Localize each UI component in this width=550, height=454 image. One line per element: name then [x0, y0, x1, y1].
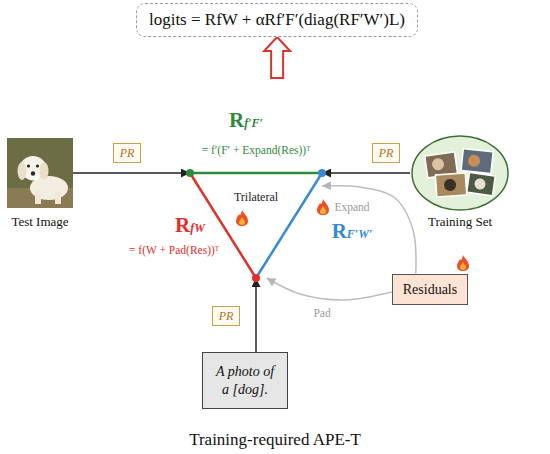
vertex-dot	[186, 169, 194, 177]
training-set: Training Set	[410, 134, 510, 230]
training-set-ellipse	[461, 149, 493, 174]
dog-photo	[31, 171, 35, 175]
training-set-ellipse	[435, 173, 466, 197]
arrow-connector	[322, 186, 416, 274]
node-text: PR	[379, 146, 394, 160]
edge-label: Expand	[333, 200, 370, 214]
flame-icon	[457, 255, 469, 271]
arrow-connector	[255, 278, 257, 352]
training-set-ellipse	[467, 172, 496, 195]
edge-label: Pad	[312, 306, 331, 320]
flame-icon	[320, 206, 326, 214]
node-text: Test Image	[11, 214, 68, 230]
triangle-side	[256, 173, 322, 278]
dog-photo	[7, 138, 73, 208]
test-image: Test Image	[7, 138, 73, 230]
node-text: A photo of a [dog].	[213, 363, 277, 398]
prompt-refine-box: PR	[372, 143, 401, 163]
flame-icon	[460, 262, 466, 270]
vertex-dot	[318, 169, 326, 177]
flame-icon	[317, 199, 329, 215]
flame-icon	[236, 210, 248, 226]
node-text: Training Set	[428, 214, 492, 230]
dog-photo	[36, 164, 39, 167]
triangle-side	[190, 172, 322, 175]
training-set-ellipse	[431, 158, 445, 172]
relation-symbol: RfW	[175, 213, 205, 240]
relation-formula: = f(W + Pad(Res))ᵀ	[129, 243, 219, 257]
training-set-ellipse	[461, 149, 493, 174]
relation-symbol: Rf′F′	[229, 108, 263, 135]
training-set-ellipse	[412, 136, 508, 210]
flame-icon	[457, 255, 469, 271]
formula-box: logits = RfW + αRf′F′(diag(RF′W′)L)	[136, 3, 418, 37]
residuals-box: Residuals	[392, 274, 468, 305]
training-set-ellipse	[444, 179, 457, 192]
training-set-ellipse	[474, 178, 486, 190]
node-text: Residuals	[403, 281, 457, 298]
dog-photo	[27, 172, 39, 181]
training-set-ellipse	[468, 154, 481, 167]
dog-photo	[40, 162, 49, 180]
dog-photo	[35, 190, 41, 204]
prompt-refine-box: PR	[212, 306, 241, 326]
hollow-arrow	[264, 37, 290, 78]
dog-photo	[18, 162, 27, 180]
dog-photo	[55, 192, 61, 204]
node-text: Trilateral	[190, 190, 322, 204]
relation-symbol: RF′W′	[332, 219, 373, 246]
flame-icon	[236, 210, 248, 226]
vertex-dot	[252, 274, 260, 282]
dog-photo	[27, 164, 30, 167]
arrow-connector	[73, 172, 190, 174]
dog-photo	[7, 138, 73, 208]
figure-caption: Training-required APE-T	[189, 430, 361, 450]
relation-formula: = f′(F′ + Expand(Res))ᵀ	[202, 143, 311, 157]
text-prompt-box: A photo of a [dog].	[202, 352, 288, 409]
training-set-ellipse	[412, 136, 508, 210]
arrow-connector	[322, 172, 410, 174]
node-text: PR	[120, 146, 135, 160]
flame-icon	[317, 199, 329, 215]
training-set-ellipse	[435, 173, 466, 197]
arrow-connector	[267, 278, 392, 300]
flame-icon	[239, 217, 245, 225]
node-text: logits = RfW + αRf′F′(diag(RF′W′)L)	[149, 10, 405, 30]
prompt-refine-box: PR	[113, 143, 142, 163]
node-text: PR	[219, 309, 234, 323]
training-set-ellipse	[467, 172, 496, 195]
